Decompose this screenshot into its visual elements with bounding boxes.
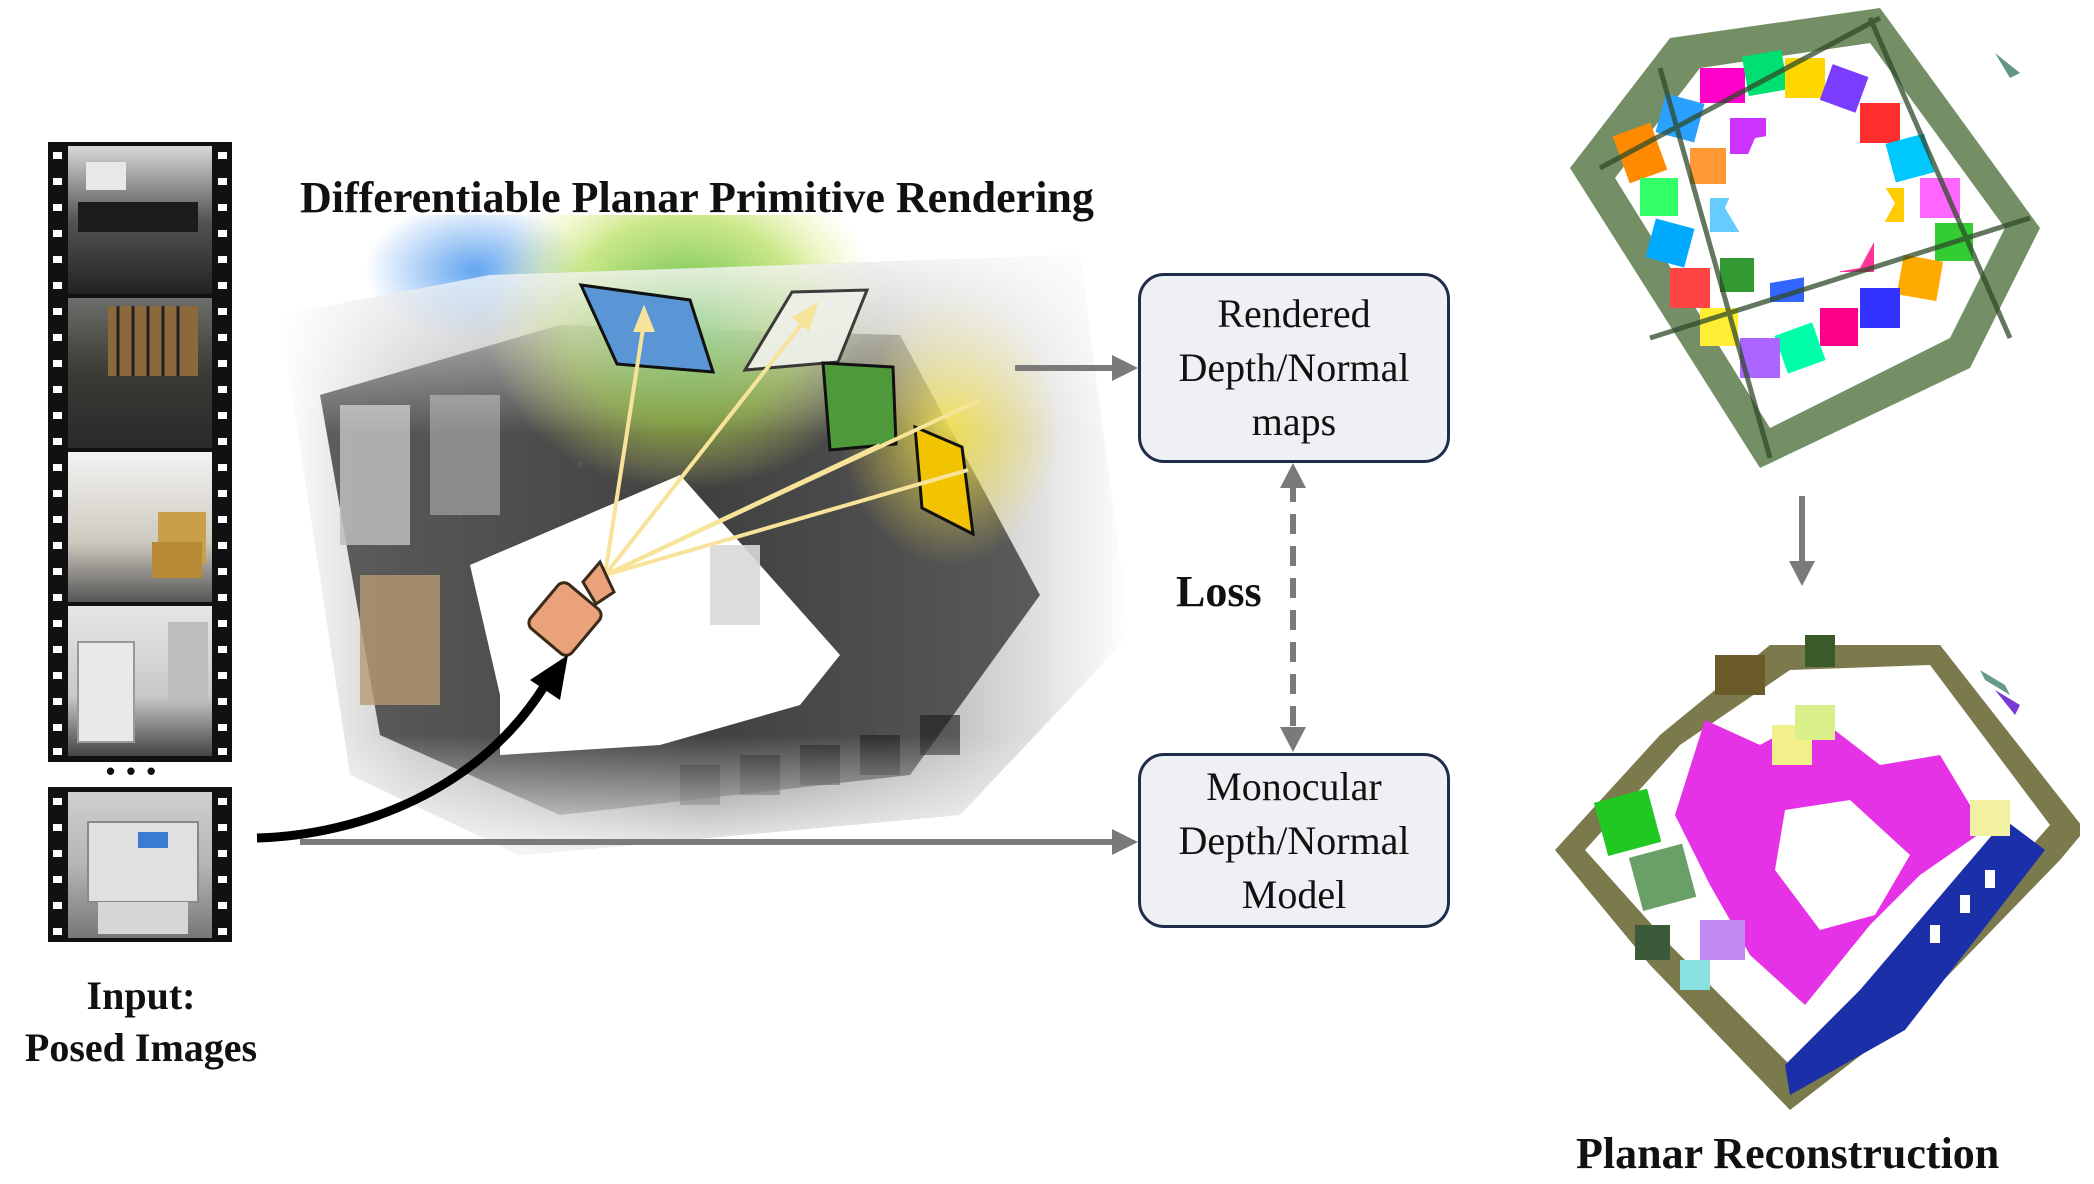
input-label-line2: Posed Images [24,1025,258,1070]
rendered-box-line3: maps [1251,399,1337,444]
input-label-line1: Input: [86,973,196,1018]
mono-box-line1: Monocular [1206,763,1382,809]
camera-rays [603,301,981,577]
loss-arrow [1280,463,1306,752]
input-label: Input: Posed Images [0,970,282,1074]
rendered-box-line1: Rendered [1217,291,1371,336]
input-frame-2 [68,298,212,448]
frames-ellipsis: • • • [106,756,158,786]
film-strip [48,142,232,942]
input-frame-4 [68,606,212,756]
output-label: Planar Reconstruction [1576,1129,2000,1178]
loss-label: Loss [1176,567,1262,616]
input-frame-1 [68,146,212,294]
input-frame-3 [68,452,212,602]
rendered-maps-box: Rendered Depth/Normal maps [1138,273,1450,463]
input-to-camera-arrow [256,682,549,843]
figure-title: Differentiable Planar Primitive Renderin… [300,173,1094,222]
navy-wall-plane [1785,820,2045,1095]
green-plane [821,361,898,452]
yellow-plane [913,424,975,537]
merged-planar-reconstruction [1555,635,2080,1110]
input-to-mono-arrow [300,829,1138,855]
camera-icon [527,559,616,657]
monocular-model-box: Monocular Depth/Normal Model [1138,753,1450,928]
mono-box-line2: Depth/Normal [1178,817,1410,863]
white-plane [742,288,870,372]
mono-box-line3: Model [1241,871,1347,917]
render-to-box-arrow [1015,355,1138,381]
plane-soup-reconstruction [1570,8,2040,468]
input-frame-5 [68,792,212,938]
rendered-box-line2: Depth/Normal [1178,345,1410,390]
reconstruction-down-arrow [1789,496,1815,586]
sprocket-holes [53,152,227,935]
